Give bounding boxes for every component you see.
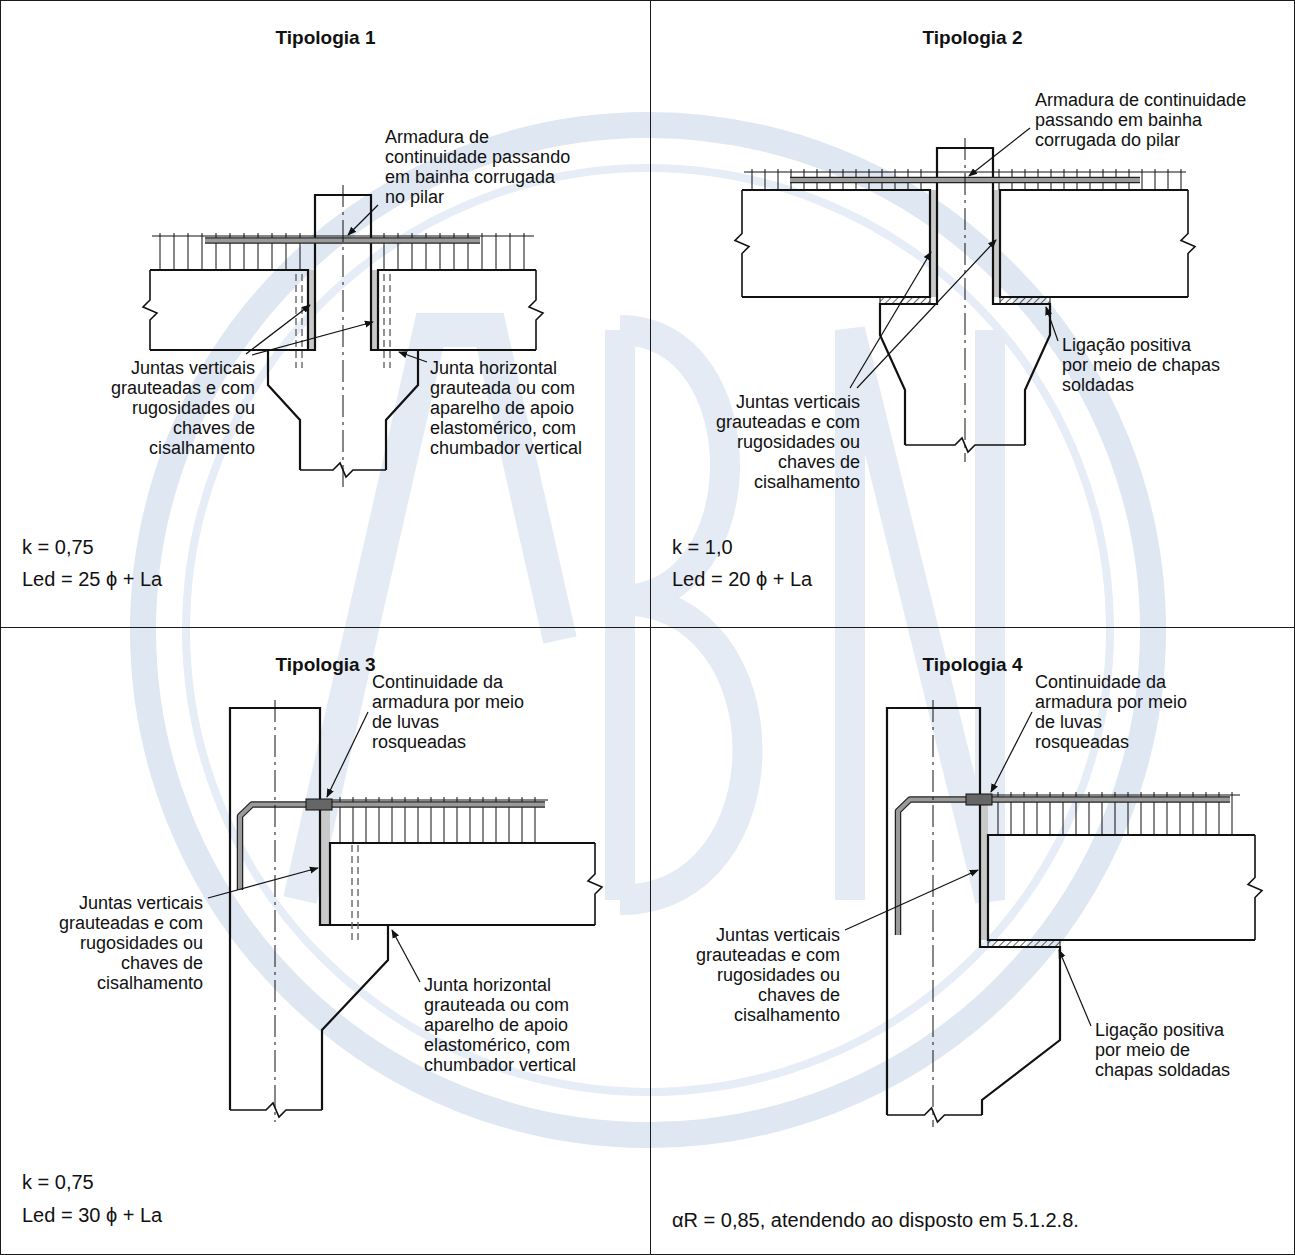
leader-line: [857, 240, 996, 388]
threaded-coupler: [306, 799, 332, 810]
stirrup: [510, 233, 511, 270]
formula-text: k = 0,75: [22, 1170, 94, 1194]
center-line: [933, 700, 934, 1127]
watermark-letter: [850, 330, 990, 900]
leader-line: [399, 352, 427, 362]
stirrup: [1181, 169, 1182, 190]
callout-text: Juntas verticais grauteadas e com rugosi…: [705, 392, 860, 492]
vertical-dowel: [389, 274, 390, 368]
leader-line: [1046, 307, 1058, 341]
watermark-ring: [186, 168, 1110, 1092]
callout-text: Juntas verticais grauteadas e com rugosi…: [48, 893, 203, 993]
break-line: [588, 843, 602, 925]
center-line: [343, 185, 344, 492]
callout-text: Continuidade da armadura por meio de luv…: [1035, 672, 1193, 752]
callout-text: Armadura de continuidade passando em bai…: [1035, 90, 1260, 150]
break-line: [1181, 190, 1195, 297]
break-line: [887, 1108, 982, 1122]
stirrup: [160, 233, 161, 270]
leader-line: [850, 252, 931, 388]
stirrup: [482, 233, 483, 270]
beam-outline: [378, 270, 536, 350]
leader-line: [327, 712, 368, 797]
formula-text: Led = 30 ϕ + La: [22, 1203, 162, 1227]
stirrup: [1142, 169, 1143, 190]
continuity-rebar: [898, 800, 1230, 936]
beam-outline: [742, 190, 930, 297]
leader-line: [845, 870, 978, 930]
callout-text: Ligação positiva por meio de chapas sold…: [1095, 1020, 1240, 1080]
beam-outline: [1000, 190, 1188, 297]
leader-line: [991, 712, 1032, 792]
vertical-dowel: [351, 845, 352, 942]
formula-text: Led = 25 ϕ + La: [22, 567, 162, 591]
center-line: [965, 138, 966, 462]
stirrup: [524, 233, 525, 270]
stirrup: [174, 233, 175, 270]
vertical-dowel: [301, 274, 302, 368]
stirrup: [752, 169, 753, 190]
note-text: αR = 0,85, atendendo ao disposto em 5.1.…: [672, 1208, 1079, 1232]
grout-joint: [320, 805, 330, 925]
callout-text: Armadura de continuidade passando em bai…: [385, 127, 575, 207]
callout-text: Juntas verticais grauteadas e com rugosi…: [685, 925, 840, 1025]
leader-line: [348, 205, 378, 235]
callout-text: Ligação positiva por meio de chapas sold…: [1062, 335, 1221, 395]
formula-text: k = 0,75: [22, 535, 94, 559]
callout-text: Continuidade da armadura por meio de luv…: [372, 672, 530, 752]
column-outline: [230, 708, 388, 1110]
panel-title: Tipologia 1: [1, 27, 650, 49]
panel-title: Tipologia 3: [1, 654, 650, 676]
beam-outline: [150, 270, 308, 350]
callout-text: Junta horizontal grauteada ou com aparel…: [424, 975, 589, 1075]
stirrup: [765, 169, 766, 190]
vertical-dowel: [295, 274, 296, 368]
watermark-ring: [143, 125, 1153, 1135]
center-line: [275, 700, 276, 1122]
stirrup: [496, 233, 497, 270]
leader-line: [392, 930, 420, 982]
grout-joint: [980, 795, 988, 940]
threaded-coupler: [966, 794, 992, 805]
vertical-dowel: [357, 845, 358, 942]
stirrup: [202, 233, 203, 270]
leader-line: [208, 868, 318, 898]
stirrup: [1168, 169, 1169, 190]
break-line: [230, 1103, 322, 1117]
vertical-dowel: [383, 274, 384, 368]
rebar-outline: [898, 800, 1230, 936]
formula-text: k = 1,0: [672, 535, 733, 559]
stirrup-line: [332, 800, 548, 801]
callout-text: Junta horizontal grauteada ou com aparel…: [430, 358, 595, 458]
stirrup-line: [744, 172, 1186, 173]
formula-text: Led = 20 ϕ + La: [672, 567, 812, 591]
break-line: [735, 190, 749, 297]
stirrup: [188, 233, 189, 270]
stirrup: [1155, 169, 1156, 190]
stirrup: [778, 169, 779, 190]
break-line: [1248, 835, 1262, 940]
leader-line: [969, 128, 1030, 176]
callout-text: Juntas verticais grauteadas e com rugosi…: [100, 358, 255, 458]
panel-title: Tipologia 4: [651, 654, 1294, 676]
panel-title: Tipologia 2: [651, 27, 1294, 49]
leader-line: [252, 322, 373, 355]
beam-outline: [330, 843, 595, 925]
typology-panel: Tipologia 1: [0, 0, 651, 628]
leader-line: [1059, 950, 1091, 1026]
break-line: [143, 270, 157, 350]
stirrup: [1232, 792, 1233, 835]
break-line: [529, 270, 543, 350]
leader-line: [246, 305, 310, 354]
column-outline: [887, 708, 1060, 1115]
beam-outline: [988, 835, 1255, 940]
